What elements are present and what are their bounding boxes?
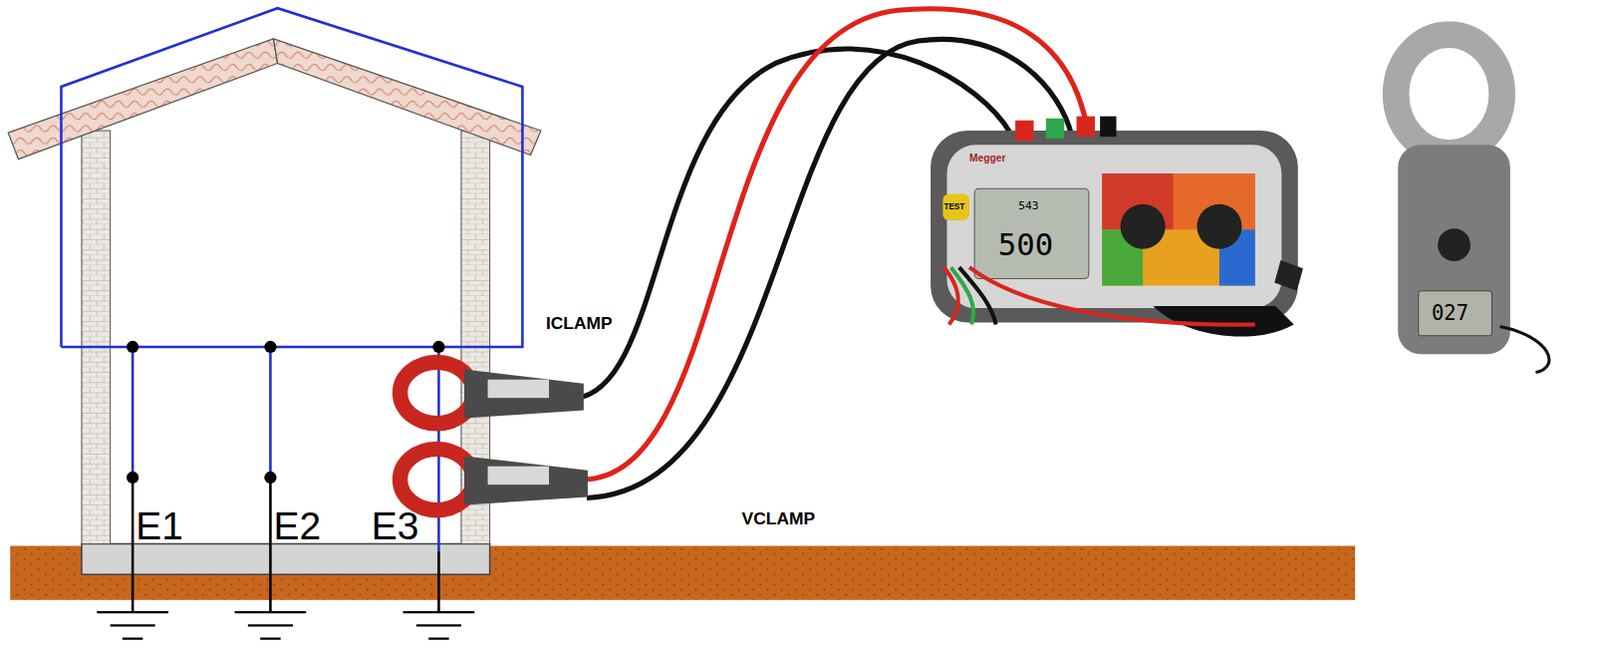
electrode-label: E2 — [272, 507, 321, 546]
down-conductor — [131, 346, 135, 478]
earth-rod — [437, 550, 441, 612]
earth-rod — [268, 477, 272, 612]
floor-slab — [81, 542, 491, 574]
test-leads — [943, 266, 1255, 324]
earth-rod — [131, 477, 135, 612]
roof — [272, 38, 540, 156]
display-reading: 500 — [998, 229, 1054, 261]
vclamp-probe — [400, 448, 588, 510]
probe-label: ICLAMP — [545, 314, 613, 332]
iclamp-probe — [400, 361, 584, 423]
multifunction-tester — [930, 116, 1299, 323]
electrode-label: E3 — [371, 507, 420, 546]
brand-label: Megger — [969, 153, 1006, 164]
earth-clamp-meter — [1395, 34, 1550, 373]
display-reading: 543 — [1018, 200, 1039, 212]
button-label: TEST — [943, 203, 965, 212]
earth-conductor — [60, 7, 523, 347]
wall — [81, 130, 111, 543]
down-conductor — [268, 346, 272, 478]
vclamp-cable — [581, 8, 1088, 480]
display-reading: 027 — [1431, 302, 1469, 323]
mains-plug — [1274, 260, 1304, 291]
electrode-label: E1 — [135, 507, 184, 546]
ground-symbol — [96, 611, 475, 639]
probe-label: VCLAMP — [742, 510, 816, 528]
